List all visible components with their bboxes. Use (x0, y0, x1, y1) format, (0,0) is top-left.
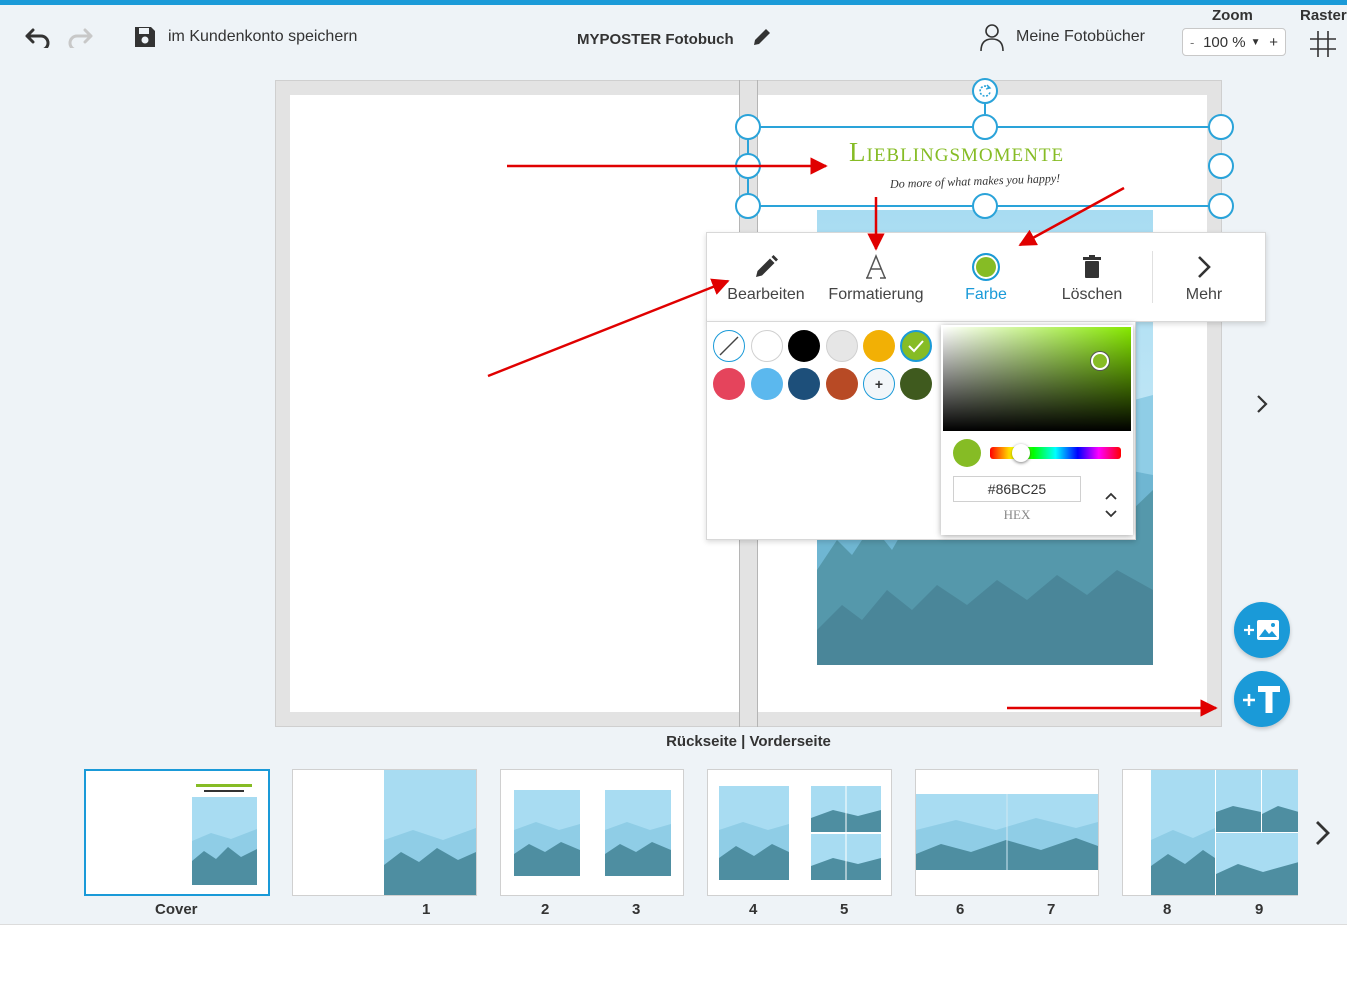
swatch-green-selected[interactable] (900, 330, 932, 362)
swatch-light-blue[interactable] (751, 368, 783, 400)
hue-slider[interactable] (990, 444, 1121, 462)
color-button[interactable]: Farbe (927, 233, 1045, 323)
thumbnail-pages-2-3[interactable] (500, 769, 684, 896)
swatch-white[interactable] (751, 330, 783, 362)
edit-label: Bearbeiten (727, 286, 805, 303)
thumbnail-label-3: 3 (632, 901, 641, 918)
save-to-account-button[interactable]: im Kundenkonto speichern (168, 28, 358, 45)
thumbnail-label-cover: Cover (155, 901, 198, 918)
grid-icon[interactable] (1308, 29, 1338, 59)
swatch-yellow[interactable] (863, 330, 895, 362)
add-color-button[interactable]: + (863, 368, 895, 400)
color-picker: HEX (941, 325, 1133, 535)
zoom-select[interactable]: 100 % ▼ (1203, 34, 1260, 51)
save-icon[interactable] (131, 23, 159, 51)
thumbnail-label-4: 4 (749, 901, 758, 918)
saturation-value-area[interactable] (943, 327, 1131, 431)
swatch-dark-olive[interactable] (900, 368, 932, 400)
thumbnail-label-5: 5 (840, 901, 849, 918)
trash-icon (1083, 255, 1101, 278)
top-accent-bar (0, 0, 1347, 5)
hex-input[interactable] (953, 476, 1081, 502)
menu-divider (1152, 251, 1153, 303)
thumbnail-label-2: 2 (541, 901, 550, 918)
thumbnail-page-1[interactable] (292, 769, 477, 896)
formatting-label: Formatierung (828, 286, 924, 303)
add-text-button[interactable] (1234, 671, 1290, 727)
thumbnail-pages-8-9[interactable] (1122, 769, 1298, 896)
resize-handle-top-left[interactable] (735, 114, 761, 140)
thumbnails-next-chevron-icon[interactable] (1310, 815, 1336, 851)
more-button[interactable]: Mehr (1159, 233, 1249, 323)
thumbnail-pages-6-7[interactable] (915, 769, 1099, 896)
resize-handle-right[interactable] (1208, 153, 1234, 179)
user-icon[interactable] (976, 21, 1008, 53)
title-text-element[interactable]: Lieblingsmomente (849, 137, 1065, 167)
zoom-value: 100 % (1203, 33, 1246, 51)
resize-handle-bottom-left[interactable] (735, 193, 761, 219)
redo-icon[interactable] (64, 23, 98, 53)
thumbnail-pages-4-5[interactable] (707, 769, 892, 896)
zoom-minus-button[interactable]: - (1190, 34, 1195, 50)
top-toolbar: im Kundenkonto speichern MYPOSTER Fotobu… (0, 5, 1347, 71)
swatch-black[interactable] (788, 330, 820, 362)
sv-cursor[interactable] (1091, 352, 1109, 370)
add-image-button[interactable] (1234, 602, 1290, 658)
delete-button[interactable]: Löschen (1045, 233, 1139, 323)
book-title: MYPOSTER Fotobuch (577, 31, 734, 48)
arrow-to-color (1018, 186, 1125, 247)
rotate-stem (984, 102, 986, 114)
delete-label: Löschen (1061, 286, 1123, 303)
zoom-control: - 100 % ▼ + (1182, 28, 1286, 56)
swatch-rust[interactable] (826, 368, 858, 400)
thumbnail-label-1: 1 (422, 901, 431, 918)
my-photobooks-link[interactable]: Meine Fotobücher (1016, 28, 1145, 45)
rotate-handle-icon[interactable] (972, 78, 998, 104)
formatting-button[interactable]: Formatierung (825, 233, 927, 323)
thumbnail-label-7: 7 (1047, 901, 1056, 918)
undo-icon[interactable] (20, 23, 54, 53)
resize-handle-bottom-right[interactable] (1208, 193, 1234, 219)
add-image-icon (1244, 620, 1279, 640)
thumbnail-label-9: 9 (1255, 901, 1264, 918)
more-label: Mehr (1185, 286, 1223, 303)
pencil-icon (756, 255, 778, 277)
spread-label: Rückseite | Vorderseite (666, 733, 831, 750)
current-color-preview (953, 439, 981, 467)
resize-handle-bottom[interactable] (972, 193, 998, 219)
resize-handle-top-right[interactable] (1208, 114, 1234, 140)
color-label: Farbe (965, 286, 1007, 303)
chevron-right-icon (1198, 256, 1211, 278)
text-context-menu: Bearbeiten Formatierung Farbe Löschen Me… (706, 232, 1266, 322)
thumbnail-label-8: 8 (1163, 901, 1172, 918)
raster-label: Raster (1300, 7, 1347, 24)
format-toggle-icon[interactable] (1101, 491, 1121, 519)
back-page[interactable] (290, 95, 739, 712)
zoom-plus-button[interactable]: + (1269, 33, 1278, 51)
zoom-label: Zoom (1212, 7, 1253, 24)
edit-button[interactable]: Bearbeiten (707, 233, 825, 323)
thumbnail-cover[interactable] (84, 769, 270, 896)
add-text-icon (1243, 686, 1280, 713)
swatch-no-color[interactable] (713, 330, 745, 362)
checkmark-icon (908, 340, 924, 353)
thumbnail-label-6: 6 (956, 901, 965, 918)
footer-area (0, 924, 1347, 982)
resize-handle-top[interactable] (972, 114, 998, 140)
swatch-red[interactable] (713, 368, 745, 400)
swatch-navy[interactable] (788, 368, 820, 400)
arrow-to-edit (487, 278, 730, 378)
caret-down-icon: ▼ (1250, 36, 1261, 48)
hue-slider-thumb[interactable] (1012, 444, 1030, 462)
color-dot-icon (972, 253, 1000, 281)
next-spread-chevron-icon[interactable] (1250, 390, 1274, 418)
text-format-icon (866, 254, 886, 279)
swatch-light-gray[interactable] (826, 330, 858, 362)
hex-format-label: HEX (1003, 507, 1031, 522)
edit-title-pencil-icon[interactable] (749, 24, 775, 50)
